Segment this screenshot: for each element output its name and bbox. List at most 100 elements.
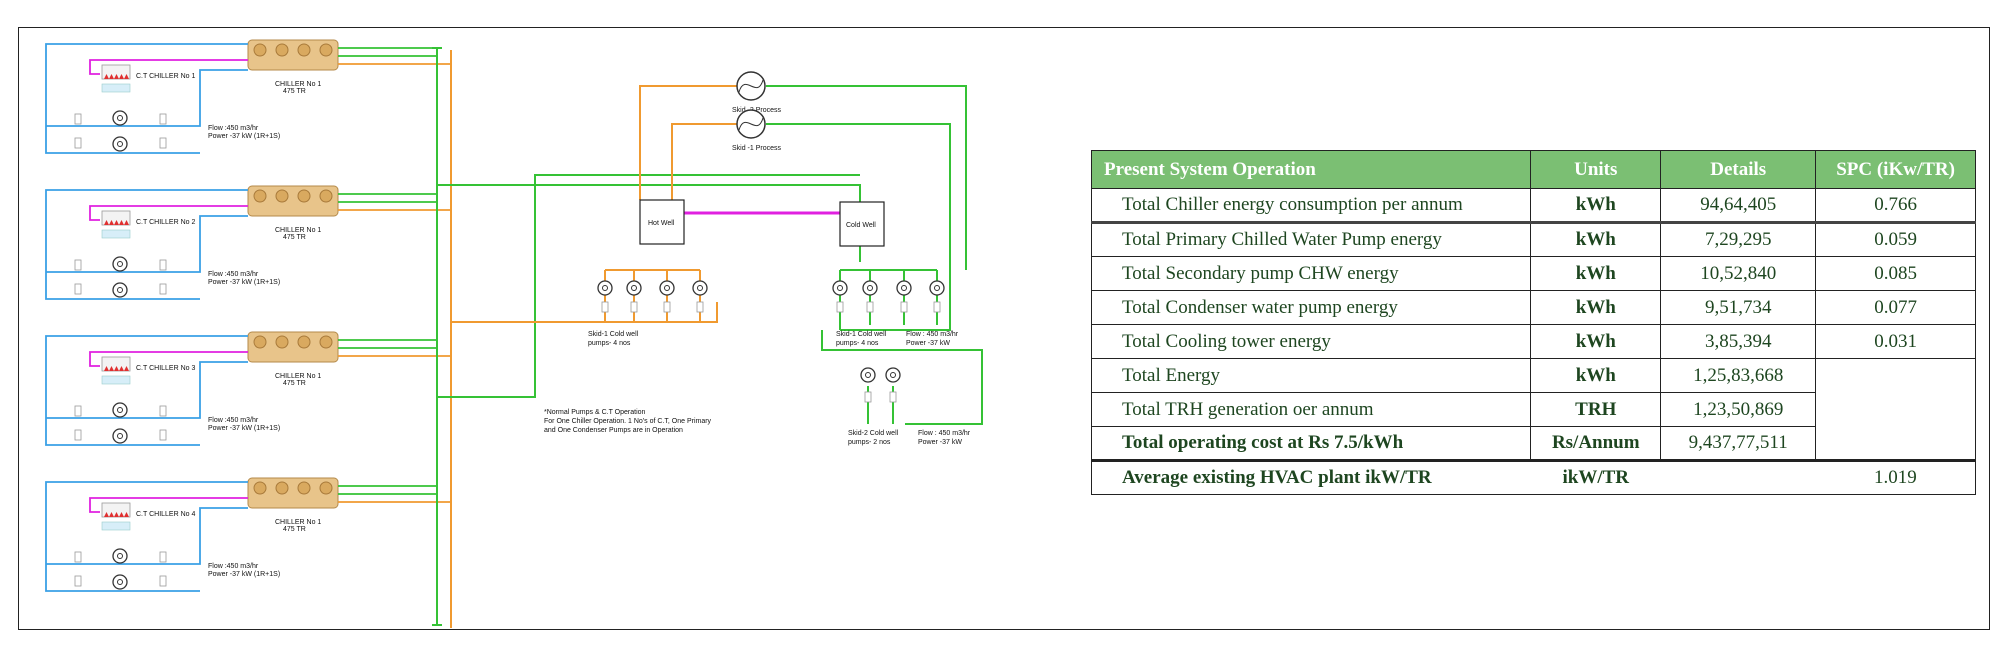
ct-fill-mark: [119, 220, 124, 225]
power-label: Power -37 kW (1R+1S): [208, 279, 280, 286]
row-label: Total operating cost at Rs 7.5/kWh: [1090, 426, 1532, 461]
ct-fill-mark: [114, 220, 119, 225]
summary-unit: ikW/TR: [1530, 459, 1661, 495]
chw-loop-pipe: [45, 335, 248, 446]
chiller-compressor: [253, 335, 267, 349]
valve-icon: [74, 283, 82, 295]
chiller-name-label: CHILLER No 1: [275, 519, 321, 526]
row-details: 1,23,50,869: [1660, 392, 1817, 427]
row-label: Total Cooling tower energy: [1090, 324, 1532, 359]
chiller-compressor: [253, 189, 267, 203]
chiller-compressor: [275, 335, 289, 349]
chiller-compressor: [319, 481, 333, 495]
chiller-name-label: CHILLER No 1: [275, 81, 321, 88]
summary-value: 1.019: [1815, 459, 1976, 495]
table-row: Total TRH generation oer annum TRH 1,23,…: [1090, 392, 1976, 427]
row-unit: kWh: [1530, 290, 1662, 325]
chiller-compressor: [275, 43, 289, 57]
flow-label: Flow :450 m3/hr: [208, 563, 259, 570]
pump-impeller: [117, 115, 123, 121]
chiller-compressor: [297, 335, 311, 349]
row-label: Total Condenser water pump energy: [1090, 290, 1532, 325]
ct-fill-mark: [109, 220, 114, 225]
valve-icon: [159, 429, 167, 441]
hot-skid-pumps-line-2: pumps- 4 nos: [588, 340, 631, 347]
ct-fill-mark: [109, 74, 114, 79]
ct-fill-mark: [104, 512, 109, 517]
pump-impeller: [631, 285, 637, 291]
row-spc-empty: [1815, 358, 1976, 461]
row-details: 3,85,394: [1660, 324, 1817, 359]
chw-return-pipe: [46, 215, 248, 273]
chiller-compressor: [275, 481, 289, 495]
skid2-pumps-line-1: Skid-2 Cold well: [848, 430, 899, 437]
chiller-capacity-label: 475 TR: [283, 234, 306, 241]
hot-well: [639, 199, 685, 245]
hot-well-label: Hot Well: [648, 220, 675, 227]
table-summary-row: Average existing HVAC plant ikW/TR ikW/T…: [1090, 459, 1976, 495]
power-label: Power -37 kW (1R+1S): [208, 571, 280, 578]
row-details: 9,437,77,511: [1660, 426, 1817, 461]
chiller-compressor: [319, 43, 333, 57]
chiller-compressor: [297, 481, 311, 495]
ct-fill-mark: [124, 74, 129, 79]
pump-impeller: [117, 261, 123, 267]
valve-icon: [864, 391, 872, 403]
valve-icon: [696, 301, 704, 313]
energy-table: Present System Operation Units Details S…: [1090, 150, 1976, 495]
header-units: Units: [1530, 150, 1662, 189]
operation-note-line-3: and One Condenser Pumps are in Operation: [544, 427, 683, 434]
row-label: Total Secondary pump CHW energy: [1090, 256, 1532, 291]
row-details: 1,25,83,668: [1660, 358, 1817, 393]
ct-fill-mark: [124, 366, 129, 371]
process-heat-exchanger-1: [736, 109, 766, 139]
row-unit: Rs/Annum: [1530, 426, 1662, 461]
ct-label: C.T CHILLER No 4: [136, 511, 195, 518]
row-details: 7,29,295: [1660, 221, 1817, 257]
ct-fill-mark: [104, 220, 109, 225]
flow-label: Flow :450 m3/hr: [208, 271, 259, 278]
chiller-compressor: [319, 189, 333, 203]
flow-label: Flow :450 m3/hr: [208, 125, 259, 132]
figure-frame: [18, 27, 1990, 630]
pump-impeller: [697, 285, 703, 291]
chiller-name-label: CHILLER No 1: [275, 227, 321, 234]
header-details: Details: [1660, 150, 1817, 189]
table-row: Total Cooling tower energy kWh 3,85,394 …: [1090, 324, 1976, 359]
chiller-compressor: [275, 189, 289, 203]
valve-icon: [74, 137, 82, 149]
valve-icon: [74, 259, 82, 271]
cold-well: [839, 201, 885, 247]
distribution-pipes: [437, 85, 983, 425]
valve-icon: [74, 113, 82, 125]
ct-pipe: [89, 205, 248, 221]
valve-icon: [159, 575, 167, 587]
table-row: Total Energy kWh 1,25,83,668: [1090, 358, 1976, 461]
chiller-capacity-label: 475 TR: [283, 88, 306, 95]
operation-note-line-2: For One Chiller Operation. 1 No's of C.T…: [544, 418, 712, 425]
row-details: 10,52,840: [1660, 256, 1817, 291]
chiller-unit: [247, 477, 339, 509]
ct-basin: [101, 375, 131, 385]
pump-impeller: [865, 372, 871, 378]
pump-impeller: [117, 433, 123, 439]
row-spc: 0.031: [1815, 324, 1976, 359]
ct-fill-mark: [124, 220, 129, 225]
chiller-compressor: [297, 43, 311, 57]
row-details: 9,51,734: [1660, 290, 1817, 325]
chiller-unit: [247, 331, 339, 363]
row-unit: kWh: [1530, 358, 1662, 393]
chw-return-pipe: [46, 69, 248, 127]
ct-fill-mark: [119, 366, 124, 371]
power-label: Power -37 kW (1R+1S): [208, 133, 280, 140]
chiller-compressor: [253, 43, 267, 57]
ct-basin: [101, 521, 131, 531]
valve-icon: [900, 301, 908, 313]
flow-label: Flow :450 m3/hr: [208, 417, 259, 424]
chiller-capacity-label: 475 TR: [283, 380, 306, 387]
table-row: Total Secondary pump CHW energy kWh 10,5…: [1090, 256, 1976, 291]
row-label: Total Chiller energy consumption per ann…: [1090, 188, 1532, 223]
